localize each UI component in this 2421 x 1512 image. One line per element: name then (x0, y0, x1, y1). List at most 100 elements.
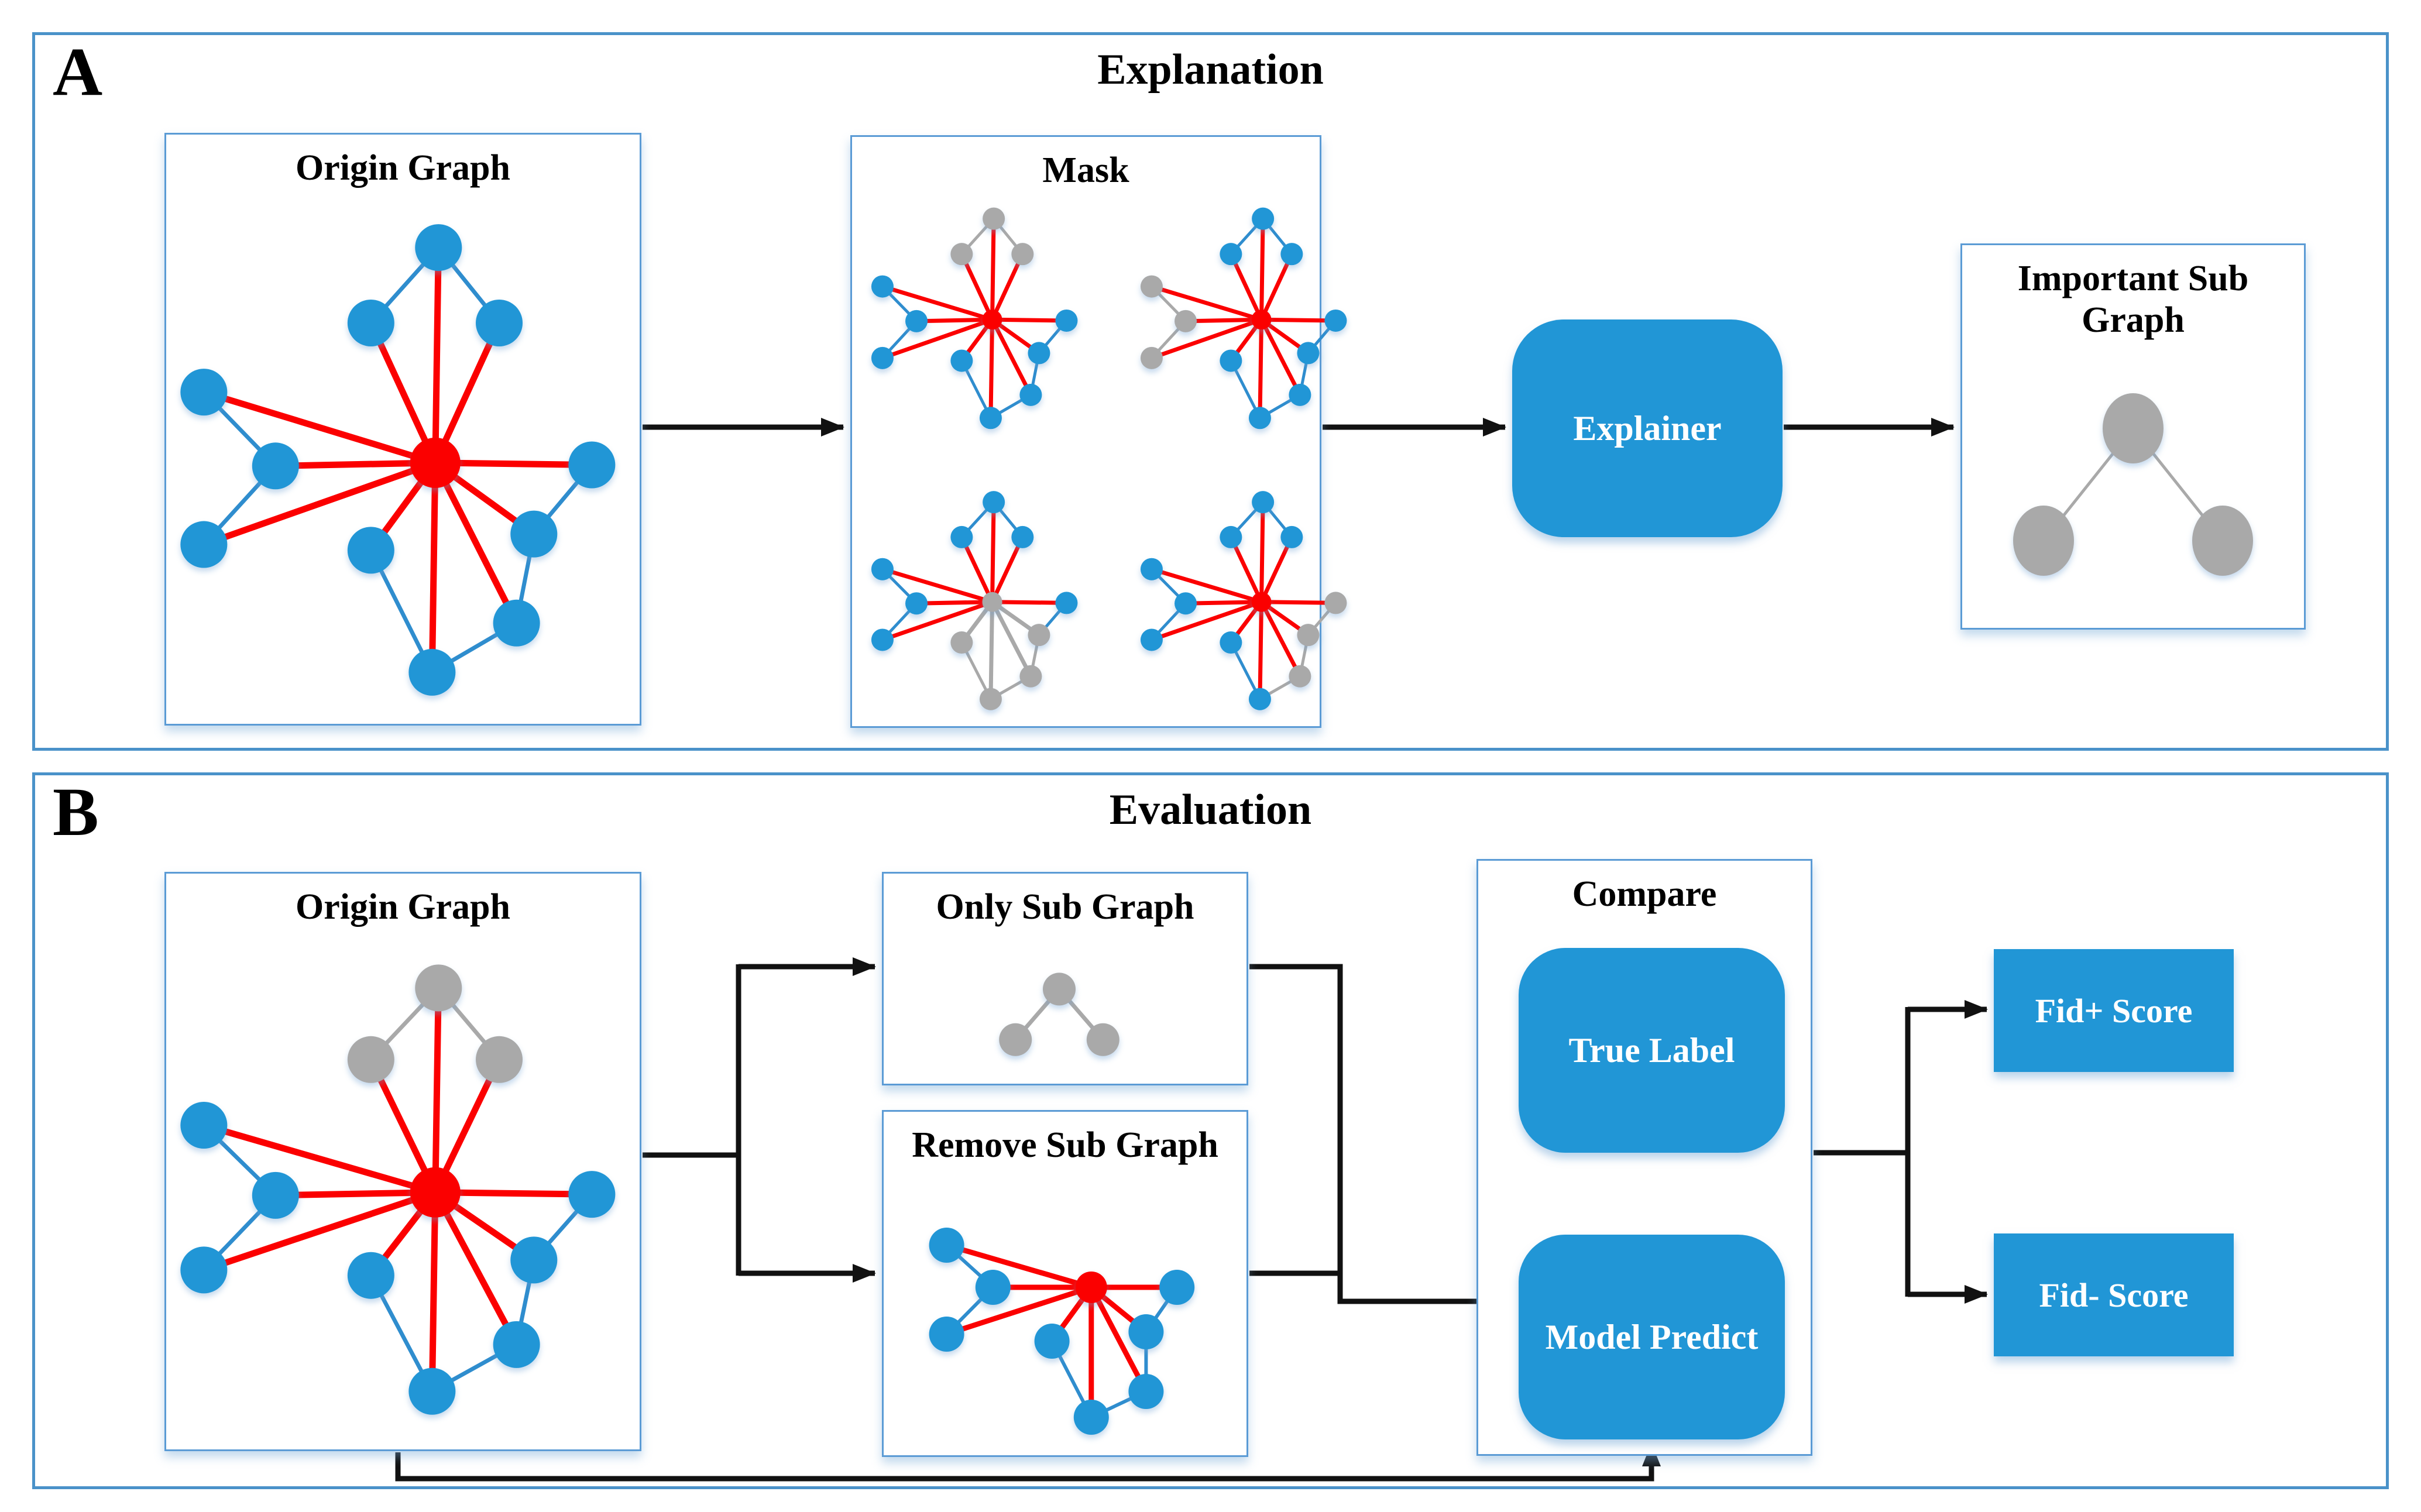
node-center (410, 1167, 461, 1218)
edge-center-topLeft (1228, 535, 1264, 604)
node-right (568, 441, 616, 489)
graph-svg-graph-origin-b (180, 964, 616, 1415)
remove-subgraph-title: Remove Sub Graph (912, 1125, 1218, 1165)
node-leftMid (252, 442, 299, 490)
edge-center-leftTop (1149, 567, 1264, 604)
node-rightUpper (1297, 624, 1320, 647)
edge-center-bottom (1258, 317, 1264, 420)
edge-center-right (432, 1189, 595, 1198)
model-predict-text: Model Predict (1545, 1317, 1759, 1356)
edge-center-bottom (428, 1189, 439, 1395)
graph-svg-graph-origin-a (180, 224, 616, 696)
node-leftMid (975, 1270, 1011, 1305)
mask-sample-2-figure (1138, 193, 1355, 439)
graph-svg-graph-important (2013, 393, 2253, 576)
node-bottomLeft (950, 349, 973, 372)
node-rightUpper (510, 510, 558, 558)
edge-center-bottom (988, 600, 995, 702)
node-leftTop (1140, 558, 1163, 580)
node-leftBottom (1140, 346, 1163, 369)
node-bottomLeft (1220, 631, 1242, 654)
node-rightUpper (1297, 342, 1320, 365)
edge-center-leftMid (272, 459, 439, 469)
edge-center-top (1259, 500, 1265, 604)
graph-svg-graph-mask-2 (1140, 207, 1347, 429)
edge-center-right (432, 459, 595, 469)
node-bottomRight (1289, 383, 1311, 406)
edge-center-leftMid (272, 1189, 439, 1199)
node-topLeft (1220, 525, 1242, 548)
node-bottomLeft (347, 527, 394, 574)
node-bottomRight (1019, 665, 1042, 688)
edge-center-right (990, 317, 1069, 323)
graph-svg-graph-only (999, 973, 1120, 1056)
true-label-block: True Label (1519, 948, 1785, 1153)
edge-center-leftMid (914, 600, 995, 606)
edge-center-bottomRight (1259, 317, 1302, 397)
graph-svg-graph-mask-3 (871, 491, 1078, 710)
node-right (1324, 309, 1347, 332)
node-right (568, 1171, 616, 1218)
edge-center-topRight (990, 252, 1025, 322)
node-topLeft (347, 1036, 394, 1083)
node-bottomRight (493, 1321, 540, 1368)
edge-center-bottom (988, 317, 995, 420)
node-center (1075, 1272, 1107, 1303)
edge-center-leftTop (880, 567, 995, 604)
mask-sample-4-figure (1138, 477, 1355, 720)
node-bottom (1073, 1400, 1109, 1435)
arrow-subgraphs-to-model-predict (1249, 964, 1506, 1311)
edge-center-top (432, 984, 442, 1196)
true-label-text: True Label (1568, 1030, 1735, 1070)
mask-sample-1-figure (869, 193, 1086, 439)
node-center (982, 592, 1002, 612)
model-predict-block: Model Predict (1519, 1235, 1785, 1439)
edge-center-leftTop (880, 284, 995, 322)
only-subgraph-figure (995, 960, 1124, 1065)
node-left (2013, 506, 2074, 576)
edge-center-top (990, 500, 996, 604)
edge-center-topLeft (368, 319, 439, 466)
node-bottom (1248, 688, 1271, 710)
edge-center-topRight (432, 319, 503, 466)
node-top (1043, 973, 1076, 1006)
panel-b-letter: B (53, 774, 99, 850)
remove-subgraph-figure (913, 1217, 1195, 1451)
node-bottom (979, 688, 1002, 710)
edge-center-top (990, 217, 996, 322)
edge-center-topLeft (959, 252, 995, 322)
node-rightUpper (1028, 624, 1050, 647)
node-rightUpper (510, 1236, 558, 1284)
only-subgraph-title: Only Sub Graph (936, 887, 1194, 927)
edge-center-leftMid (1183, 600, 1264, 606)
explainer-block: Explainer (1512, 319, 1783, 537)
origin-graph-box-b: Origin Graph (164, 872, 641, 1451)
important-subgraph-title: Important Sub Graph (2017, 259, 2249, 341)
origin-graph-a-title: Origin Graph (296, 148, 510, 188)
origin-graph-a-figure (176, 193, 632, 717)
edge-center-leftBottom (200, 1189, 439, 1273)
node-left (999, 1023, 1032, 1056)
edge-center-leftTop (200, 1122, 439, 1196)
explainer-label: Explainer (1573, 408, 1722, 448)
node-center (1251, 310, 1272, 330)
edge-center-topRight (990, 535, 1025, 604)
edge-center-leftMid (1183, 317, 1264, 324)
mask-sample-3-figure (869, 477, 1086, 720)
graph-svg-graph-mask-1 (871, 207, 1078, 429)
arrow-origin-feedback-to-model-predict (395, 1443, 1661, 1482)
node-leftTop (180, 369, 228, 416)
node-right (1055, 592, 1078, 614)
node-bottomLeft (1034, 1324, 1070, 1359)
node-leftTop (1140, 275, 1163, 298)
node-topLeft (950, 243, 973, 266)
node-topRight (1280, 243, 1303, 266)
node-bottomLeft (1220, 349, 1242, 372)
panel-b-title: Evaluation (1109, 786, 1312, 834)
node-bottom (979, 407, 1002, 429)
mask-title: Mask (1042, 150, 1129, 190)
node-topRight (1011, 243, 1034, 266)
node-leftTop (871, 558, 894, 580)
